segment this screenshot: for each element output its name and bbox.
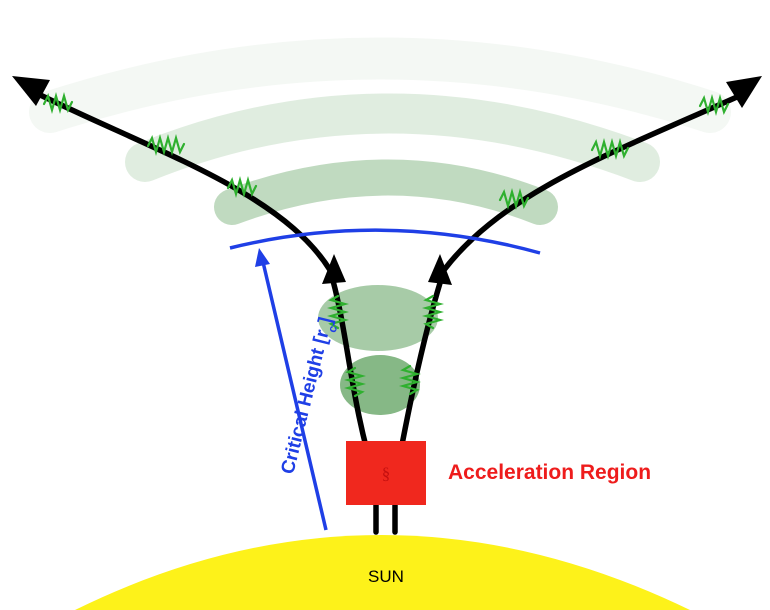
plasma-blob-upper (318, 285, 438, 351)
acceleration-region: § Acceleration Region (346, 441, 651, 505)
arrowhead-outer-left (12, 76, 50, 106)
wave-left-stem-2 (343, 366, 367, 398)
arrowhead-inner-left (322, 254, 346, 284)
sun-surface (75, 535, 690, 610)
arrowhead-outer-right (726, 76, 762, 108)
critical-surface-arc (229, 228, 541, 255)
critical-height-arrow-shaft (261, 261, 328, 531)
wave-right-3 (498, 187, 530, 211)
wave-left-2 (146, 133, 186, 157)
plasma-arcs (29, 37, 731, 415)
sun-label: SUN (368, 567, 404, 586)
arrowhead-inner-right (428, 254, 452, 285)
wave-left-stem-1 (326, 294, 350, 330)
wave-left-3 (226, 175, 258, 199)
arrowheads (12, 76, 762, 285)
field-line-left (23, 85, 379, 535)
field-line-right (392, 89, 751, 535)
wave-right-2 (590, 137, 630, 161)
plasma-arc-outer (29, 37, 731, 133)
alfven-waves (42, 91, 730, 398)
acceleration-region-label: Acceleration Region (448, 461, 651, 484)
critical-height-arrowhead (255, 248, 270, 267)
wave-left-1 (42, 91, 74, 115)
plasma-arc-middle (125, 93, 660, 182)
field-lines (23, 85, 751, 535)
plasma-blob-lower (340, 355, 420, 415)
acceleration-box (346, 441, 426, 505)
wave-right-stem-1 (421, 294, 445, 330)
wave-right-1 (698, 93, 730, 117)
plasma-arc-inner (214, 159, 558, 225)
acceleration-symbol: § (382, 464, 391, 483)
wave-right-stem-2 (398, 364, 422, 396)
